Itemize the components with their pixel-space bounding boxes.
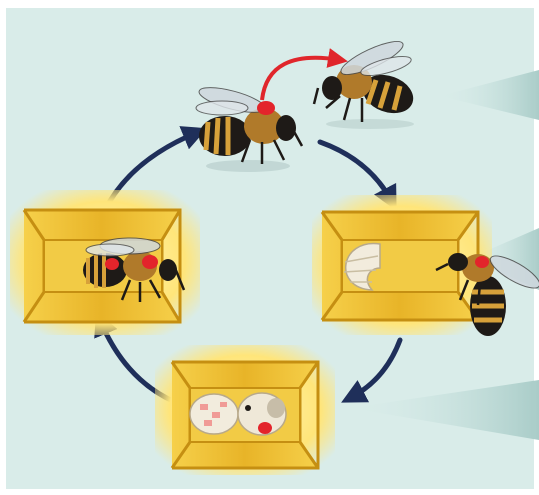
varroa-mite-icon [142, 255, 158, 269]
varroa-mite-icon [105, 258, 119, 270]
varroa-mite-icon [258, 422, 272, 434]
varroa-mite-icon [257, 101, 275, 115]
pupa-cell [155, 345, 335, 475]
emerging-bee-cell [10, 190, 200, 335]
varroa-mite-icon [475, 256, 489, 268]
